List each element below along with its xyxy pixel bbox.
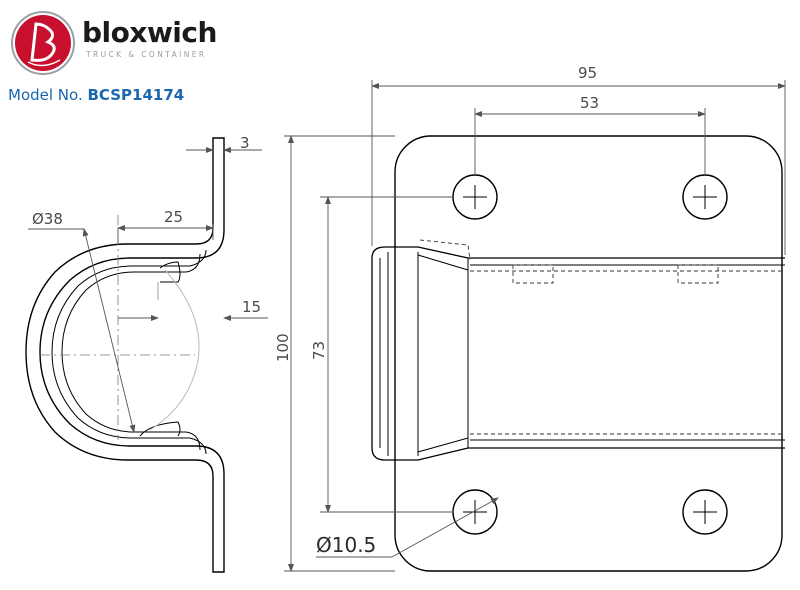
dim-hole-diameter: Ø10.5 bbox=[316, 533, 376, 557]
brand-name: bloxwich bbox=[82, 16, 217, 49]
hole-centre-marks bbox=[463, 185, 717, 524]
clip-tab bbox=[159, 261, 181, 283]
side-plate bbox=[25, 137, 225, 573]
dim-thickness: 3 bbox=[240, 134, 250, 152]
strap-inner-line bbox=[61, 253, 201, 451]
dim-overall-height: 100 bbox=[274, 333, 292, 362]
strap-outline bbox=[371, 246, 785, 461]
dim-hole-spacing-horizontal: 53 bbox=[580, 94, 599, 112]
model-label: Model No. bbox=[8, 86, 83, 104]
clip-tab bbox=[139, 421, 181, 437]
model-number: Model No. BCSP14174 bbox=[8, 86, 184, 104]
side-view bbox=[25, 137, 225, 573]
side-centre-lines bbox=[40, 215, 195, 440]
header: bloxwich TRUCK & CONTAINER Model No. BCS… bbox=[0, 0, 260, 110]
dim-loop-diameter: Ø38 bbox=[32, 210, 63, 228]
front-hidden-lines bbox=[419, 239, 785, 435]
front-dimensions bbox=[284, 80, 786, 572]
dim-offset: 15 bbox=[242, 298, 261, 316]
front-view bbox=[371, 135, 785, 572]
hidden-arc bbox=[149, 269, 200, 431]
model-value: BCSP14174 bbox=[87, 86, 185, 104]
strap-inner-line bbox=[51, 249, 207, 455]
base-plate bbox=[394, 135, 783, 572]
side-dimensions bbox=[28, 147, 268, 433]
dim-flange-length: 25 bbox=[164, 208, 183, 226]
dim-overall-width: 95 bbox=[578, 64, 597, 82]
mounting-hole bbox=[682, 489, 728, 535]
brand-tagline: TRUCK & CONTAINER bbox=[86, 50, 207, 59]
bloxwich-logo-icon bbox=[11, 11, 75, 75]
dim-hole-spacing-vertical: 73 bbox=[310, 341, 328, 360]
